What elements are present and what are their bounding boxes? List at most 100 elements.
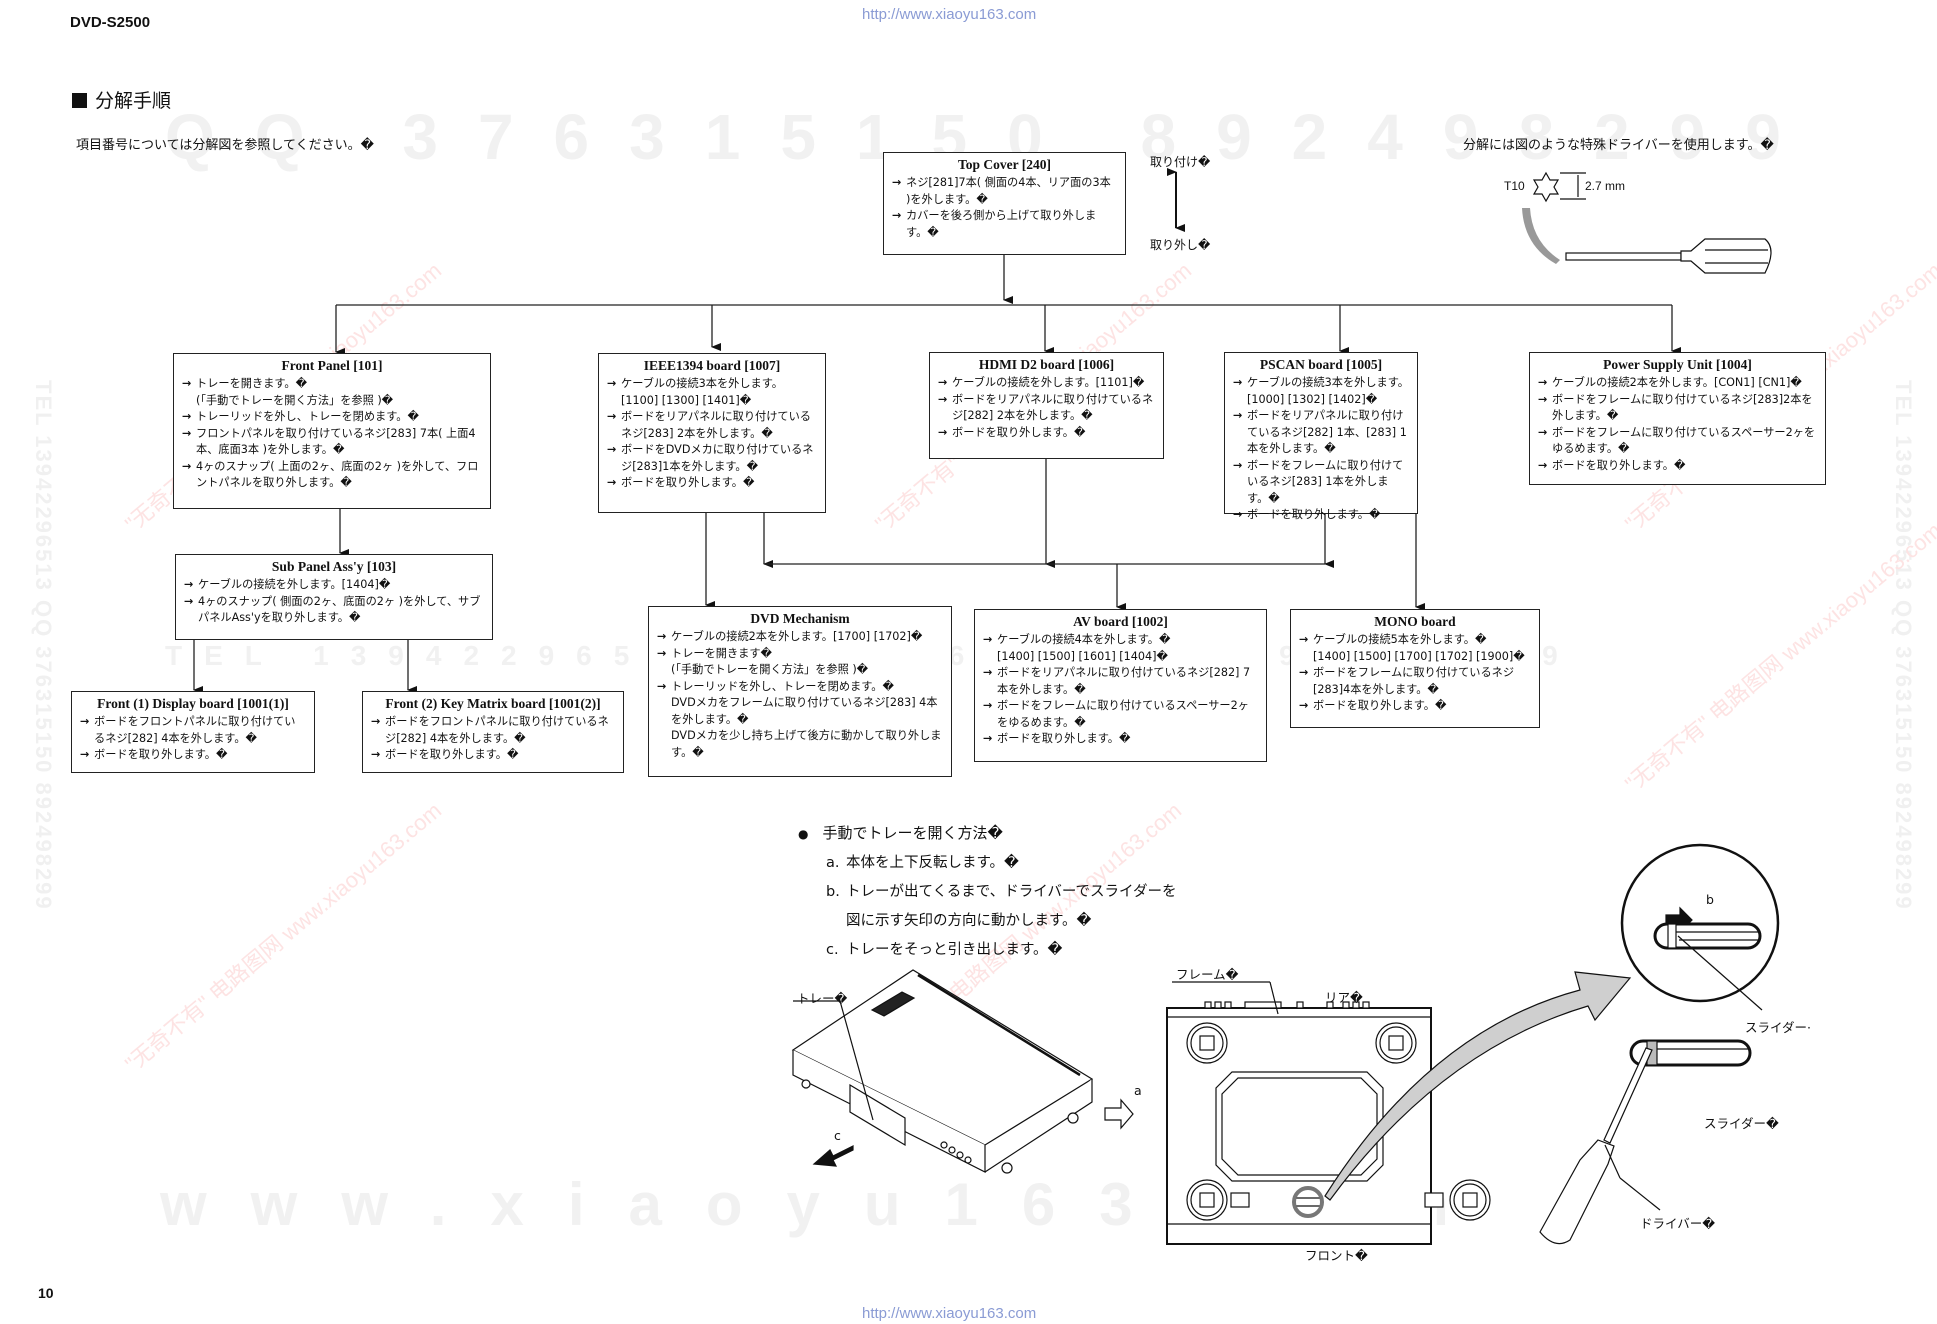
step: DVDメカをフレームに取り付けているネジ[283] 4本を外します。�: [671, 696, 938, 726]
step: ケーブルの接続2本を外します。[1700] [1702]�: [657, 629, 943, 646]
label-driver: ドライバー�: [1640, 1216, 1716, 1231]
tray-procedure: ●手動でトレーを開く方法� a.本体を上下反転します。� b.トレーが出てくるま…: [798, 822, 1176, 965]
step: フロントパネルを取り付けているネジ[283] 7本( 上面4本、底面3本 )を外…: [182, 426, 482, 459]
step: ケーブルの接続を外します。[1101]�: [938, 375, 1155, 392]
step: ボードを取り外します。�: [80, 747, 306, 764]
box-title: HDMI D2 board [1006]: [978, 357, 1115, 372]
box-front-panel: Front Panel [101] トレーを開きます。� (「手動でトレーを開く…: [173, 353, 491, 509]
step: ケーブルの接続5本を外します。� [1400] [1500] [1700] [1…: [1299, 632, 1531, 665]
step: ボードを取り外します。�: [1233, 507, 1409, 524]
dvd-player-icon: [791, 969, 1094, 1174]
label-step-a: a: [1134, 1083, 1142, 1098]
step: ケーブルの接続3本を外します。[1000] [1302] [1402]�: [1233, 375, 1409, 408]
label-tray: トレー�: [797, 991, 848, 1006]
step: ボードを取り外します。�: [1538, 458, 1817, 475]
torx-size: 2.7 mm: [1585, 179, 1626, 193]
box-sub-panel: Sub Panel Ass'y [103] ケーブルの接続を外します。[1404…: [175, 554, 493, 640]
label-front: フロント�: [1305, 1248, 1368, 1263]
step: ボードを取り外します。�: [371, 747, 615, 764]
slider-icon: [1629, 1039, 1752, 1067]
box-title: Front (2) Key Matrix board [1001(2)]: [385, 696, 601, 711]
procedure-step: c.トレーをそっと引き出します。�: [826, 942, 1063, 958]
step: 4ヶのスナップ( 上面の2ヶ、底面の2ヶ )を外して、フロントパネルを取り外しま…: [182, 459, 482, 492]
note-item-numbers: 項目番号については分解図を参照してください。�: [76, 138, 374, 153]
flip-arrow-icon: [1104, 1098, 1134, 1130]
torx-screwdriver-icon: [1522, 208, 1772, 274]
box-pscan: PSCAN board [1005] ケーブルの接続3本を外します。[1000]…: [1224, 352, 1418, 523]
step: ボードをフレームに取り付けているスペーサー2ヶをゆるめます。�: [983, 698, 1258, 731]
step: トレーを開きます�: [657, 646, 943, 663]
tray-procedure-steps: a.本体を上下反転します。� b.トレーが出てくるまで、ドライバーでスライダーを…: [826, 849, 1176, 965]
box-av-board: AV board [1002] ケーブルの接続4本を外します。� [1400] …: [974, 609, 1267, 762]
box-mono-board: MONO board ケーブルの接続5本を外します。� [1400] [1500…: [1290, 609, 1540, 728]
step: ケーブルの接続2本を外します。[CON1] [CN1]�: [1538, 375, 1817, 392]
box-title: PSCAN board [1005]: [1259, 357, 1383, 372]
step: トレーを開きます。� (「手動でトレーを開く方法」を参照 )�: [182, 376, 482, 409]
step: ケーブルの接続を外します。[1404]�: [184, 577, 484, 594]
step: ボードをフレームに取り付けているネジ[283]4本を外します。�: [1299, 665, 1531, 698]
box-ieee1394: IEEE1394 board [1007] ケーブルの接続3本を外します。[11…: [598, 353, 826, 513]
procedure-step: 図に示す矢印の方向に動かします。�: [846, 913, 1092, 929]
box-top-cover: Top Cover [240] ネジ[281]7本( 側面の4本、リア面の3本 …: [883, 152, 1126, 255]
box-power-supply: Power Supply Unit [1004] ケーブルの接続2本を外します。…: [1529, 352, 1826, 485]
box-title: MONO board: [1374, 614, 1456, 629]
label-slider: スライダー�: [1704, 1116, 1779, 1131]
note-special-driver: 分解には図のような特殊ドライバーを使用します。�: [1463, 138, 1774, 153]
url-bottom[interactable]: http://www.xiaoyu163.com: [862, 1305, 1037, 1322]
bottom-view-icon: [1166, 1001, 1491, 1245]
box-title: IEEE1394 board [1007]: [643, 358, 781, 373]
label-frame: フレーム�: [1176, 967, 1239, 982]
label-rear: リア�: [1325, 990, 1363, 1005]
step: ボードを取り外します。�: [983, 731, 1258, 748]
section-title-text: 分解手順: [95, 90, 172, 112]
step: ボードをリアパネルに取り付けているネジ[283] 2本を外します。�: [607, 409, 817, 442]
zoom-arrow-icon: [1324, 971, 1632, 1201]
torx-star-icon: [1532, 171, 1586, 203]
step: ボードをフレームに取り付けているネジ[283] 1本を外します。�: [1233, 458, 1409, 508]
procedure-step: a.本体を上下反転します。�: [826, 855, 1019, 871]
box-title: Power Supply Unit [1004]: [1603, 357, 1752, 372]
step: ボードを取り外します。�: [938, 425, 1155, 442]
step: ボードをリアパネルに取り付けているネジ[282] 2本を外します。�: [938, 392, 1155, 425]
legend-install: 取り付け�: [1150, 155, 1211, 169]
watermark-side-right: TEL 13942296513 QQ 376315150 892498299: [1891, 380, 1916, 911]
step: ボードをフレームに取り付けているネジ[283]2本を外します。�: [1538, 392, 1817, 425]
step: ボードをリアパネルに取り付けているネジ[282] 7本を外します。�: [983, 665, 1258, 698]
box-key-matrix: Front (2) Key Matrix board [1001(2)] ボード…: [362, 691, 624, 773]
box-title: Front Panel [101]: [281, 358, 383, 373]
box-hdmi: HDMI D2 board [1006] ケーブルの接続を外します。[1101]…: [929, 352, 1164, 459]
step: ケーブルの接続4本を外します。� [1400] [1500] [1601] [1…: [983, 632, 1258, 665]
screwdriver-icon: [1539, 1047, 1661, 1245]
step: ボードを取り外します。�: [1299, 698, 1531, 715]
step: ボードをフレームに取り付けているスペーサー2ヶをゆるめます。�: [1538, 425, 1817, 458]
page-number: 10: [38, 1285, 54, 1301]
box-display-board: Front (1) Display board [1001(1)] ボードをフロ…: [71, 691, 315, 773]
section-title: 分解手順: [72, 86, 171, 113]
step: ネジ[281]7本( 側面の4本、リア面の3本 )を外します。�: [892, 175, 1117, 208]
model-name: DVD-S2500: [70, 14, 151, 31]
pull-arrow-icon: [812, 1145, 854, 1167]
label-step-c: c: [834, 1128, 841, 1143]
square-bullet-icon: [72, 93, 87, 108]
box-title: DVD Mechanism: [750, 611, 850, 626]
step: ボードをフロントパネルに取り付けているネジ[282] 4本を外します。�: [80, 714, 306, 747]
step: ボードをDVDメカに取り付けているネジ[283]1本を外します。�: [607, 442, 817, 475]
box-title: Front (1) Display board [1001(1)]: [97, 696, 289, 711]
watermark-side-left: TEL 13942296513 QQ 376315150 892498299: [31, 380, 56, 911]
box-title: Sub Panel Ass'y [103]: [271, 559, 397, 574]
label-step-b: b: [1706, 892, 1714, 907]
step: ケーブルの接続3本を外します。[1100] [1300] [1401]�: [607, 376, 817, 409]
step: ボードを取り外します。�: [607, 475, 817, 492]
step: DVDメカを少し持ち上げて後方に動かして取り外します。�: [671, 729, 942, 759]
procedure-step: b.トレーが出てくるまで、ドライバーでスライダーを: [826, 884, 1177, 900]
label-slider-zoomed: スライダー·: [1745, 1020, 1811, 1035]
step: トレーリッドを外し、トレーを閉めます。�: [182, 409, 482, 426]
bullet-icon: ●: [798, 827, 809, 841]
box-title: Top Cover [240]: [957, 157, 1051, 172]
box-dvd-mechanism: DVD Mechanism ケーブルの接続2本を外します。[1700] [170…: [648, 606, 952, 777]
step: 4ヶのスナップ( 側面の2ヶ、底面の2ヶ )を外して、サブパネルAss'yを取り…: [184, 594, 484, 627]
legend-remove: 取り外し�: [1150, 238, 1211, 252]
url-top[interactable]: http://www.xiaoyu163.com: [862, 6, 1037, 23]
step: カバーを後ろ側から上げて取り外します。�: [892, 208, 1117, 241]
